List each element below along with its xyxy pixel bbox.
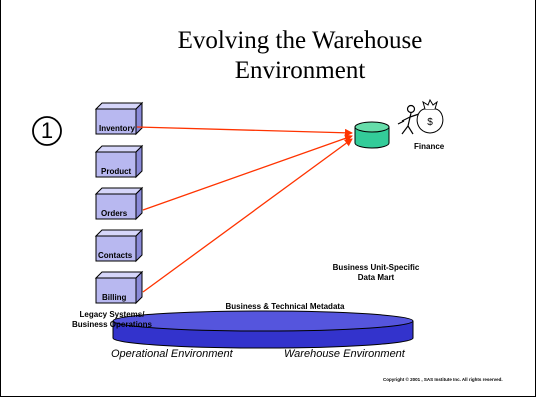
source-box-inventory bbox=[94, 101, 144, 136]
source-label-billing: Billing bbox=[102, 293, 127, 302]
data-mart-label: Business Unit-Specific Data Mart bbox=[316, 263, 436, 283]
data-mart-cylinder bbox=[354, 121, 390, 149]
svg-text:$: $ bbox=[427, 117, 433, 128]
slide-title: Evolving the Warehouse Environment bbox=[150, 26, 450, 86]
finance-person-icon bbox=[397, 104, 420, 135]
arrow-billing bbox=[142, 138, 353, 293]
metadata-label: Business & Technical Metadata bbox=[225, 302, 345, 311]
source-label-orders: Orders bbox=[101, 209, 128, 218]
source-label-contacts: Contacts bbox=[98, 251, 133, 260]
step-number-badge bbox=[32, 116, 62, 146]
source-box-billing bbox=[94, 270, 144, 305]
step-number: 1 bbox=[40, 118, 54, 143]
source-label-product: Product bbox=[101, 167, 132, 176]
arrow-inventory bbox=[136, 126, 353, 137]
arrow-orders bbox=[142, 134, 353, 211]
source-label-inventory: Inventory bbox=[99, 124, 136, 133]
metadata-platform bbox=[112, 310, 414, 349]
operational-environment-label: Operational Environment bbox=[111, 348, 233, 360]
legacy-systems-label: Legacy Systems/ Business Operations bbox=[54, 310, 170, 330]
data-mart-line-1: Business Unit-Specific bbox=[332, 263, 420, 272]
warehouse-environment-label: Warehouse Environment bbox=[284, 348, 405, 360]
finance-label: Finance bbox=[414, 142, 445, 151]
legacy-label-line-1: Legacy Systems/ bbox=[79, 310, 145, 319]
copyright-notice: Copyright © 2001 , SAS Institute Inc. Al… bbox=[383, 377, 503, 382]
source-box-orders bbox=[94, 186, 144, 221]
flow-arrows bbox=[136, 126, 353, 293]
legacy-label-line-2: Business Operations bbox=[71, 320, 153, 329]
source-box-product bbox=[94, 144, 144, 179]
source-box-contacts bbox=[94, 228, 144, 263]
title-line-1: Evolving the Warehouse bbox=[177, 27, 423, 54]
money-bag-icon: $ bbox=[416, 98, 444, 134]
title-line-2: Environment bbox=[234, 57, 366, 84]
data-mart-line-2: Data Mart bbox=[357, 273, 395, 282]
